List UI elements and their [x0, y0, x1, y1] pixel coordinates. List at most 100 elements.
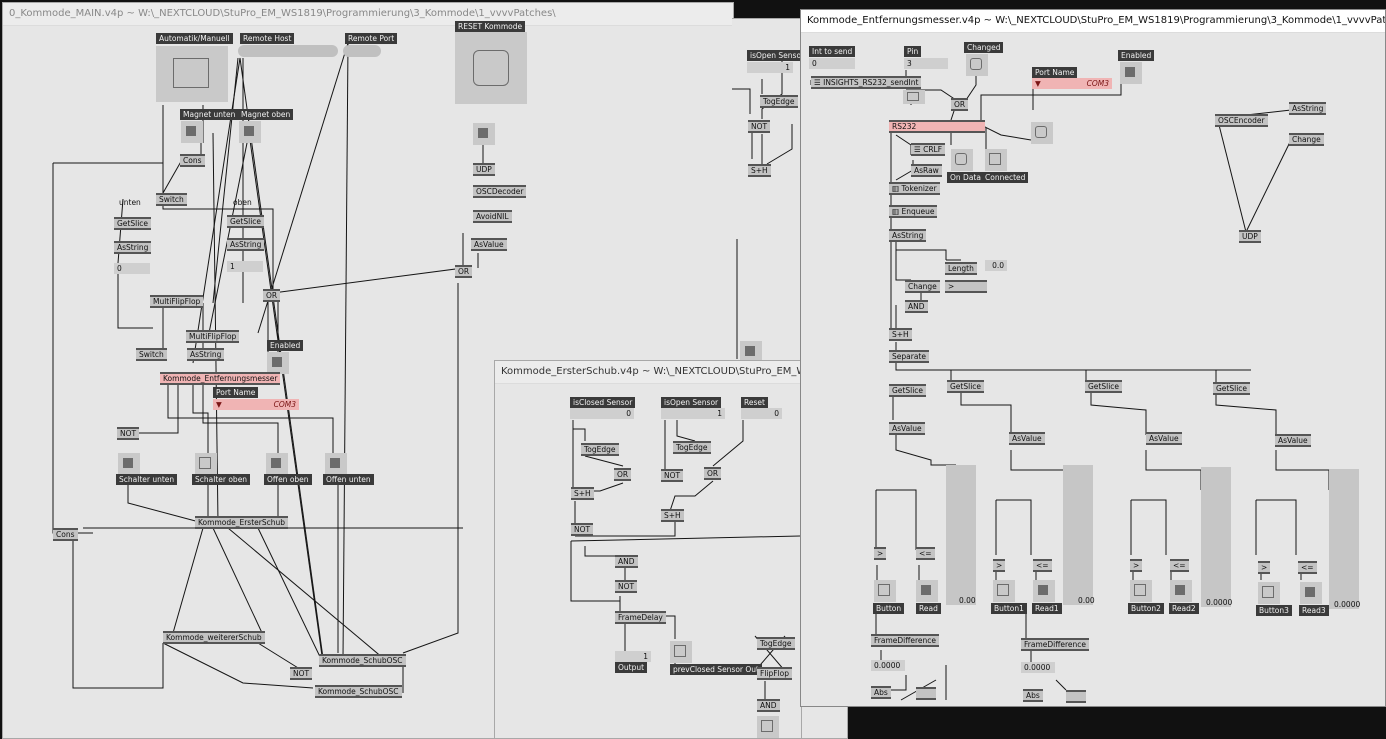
- pin-value[interactable]: 3: [904, 58, 948, 69]
- switch-node-top[interactable]: Switch: [156, 193, 187, 206]
- cons-node-left[interactable]: Cons: [53, 528, 78, 541]
- entfernungsmesser-window[interactable]: Kommode_Entfernungsmesser.v4p ~ W:\_NEXT…: [800, 9, 1386, 707]
- cons-node-top[interactable]: Cons: [180, 154, 205, 167]
- length-node[interactable]: Length: [945, 262, 977, 275]
- or-node-erster-1[interactable]: OR: [614, 468, 632, 481]
- togedge-node-2[interactable]: TogEdge: [673, 441, 711, 454]
- togedge-node-bg[interactable]: TogEdge: [760, 95, 798, 108]
- button-toggle-2[interactable]: [1130, 580, 1152, 602]
- read-bar-1[interactable]: [1063, 465, 1093, 605]
- offen-unten-toggle[interactable]: [325, 453, 347, 475]
- or-node-right[interactable]: OR: [455, 265, 473, 278]
- asstring-node-left[interactable]: AsString: [114, 241, 152, 254]
- isopen-value-bg[interactable]: 1: [747, 62, 793, 73]
- entfernungsmesser-subpatch[interactable]: Kommode_Entfernungsmesser: [160, 372, 281, 385]
- bang-rs232[interactable]: [1031, 122, 1053, 144]
- reset-bang[interactable]: [455, 32, 527, 104]
- read-bar-3[interactable]: [1329, 469, 1359, 609]
- erster-schub-window[interactable]: Kommode_ErsterSchub.v4p ~ W:\_NEXTCLOUD\…: [494, 360, 802, 739]
- button-toggle-1[interactable]: [993, 580, 1015, 602]
- not-node-bottom[interactable]: NOT: [290, 667, 313, 680]
- remote-port-input[interactable]: [343, 45, 381, 57]
- getslice-node-left[interactable]: GetSlice: [114, 217, 152, 230]
- value-box-right[interactable]: 1: [227, 261, 263, 272]
- or-node-main[interactable]: OR: [263, 289, 281, 302]
- asstring-node-right[interactable]: AsString: [227, 238, 265, 251]
- framedifference-node-1[interactable]: FrameDifference: [1021, 638, 1090, 651]
- erster-bottom-toggle[interactable]: [757, 716, 779, 738]
- gt-node-3[interactable]: >: [1258, 561, 1271, 574]
- port-name-select-main[interactable]: ▼ COM3: [213, 399, 299, 410]
- sh-node-bg[interactable]: S+H: [748, 164, 771, 177]
- read-toggle-1[interactable]: [1033, 580, 1055, 602]
- udp-toggle[interactable]: [473, 123, 495, 145]
- read-bar-0[interactable]: [946, 465, 976, 605]
- framedelay-node[interactable]: FrameDelay: [615, 611, 666, 624]
- port-name-select[interactable]: ▼ COM3: [1032, 78, 1112, 89]
- on-data-bang[interactable]: [951, 149, 973, 171]
- separate-node[interactable]: Separate: [889, 350, 929, 363]
- tokenizer-node[interactable]: ▥ Tokenizer: [889, 182, 940, 195]
- asvalue-node-0[interactable]: AsValue: [889, 422, 925, 435]
- asstring-node-ent[interactable]: AsString: [889, 229, 927, 242]
- enqueue-node[interactable]: ▥ Enqueue: [889, 205, 938, 218]
- bg-toggle[interactable]: [740, 341, 762, 363]
- gt-node-top[interactable]: >: [945, 280, 987, 293]
- eq-node-1[interactable]: [1066, 690, 1086, 703]
- not-node-erster-1[interactable]: NOT: [661, 469, 684, 482]
- weitererschub-subpatch[interactable]: Kommode_weitererSchub: [163, 631, 265, 644]
- multiflipflop-node-1[interactable]: MultiFlipFlop: [150, 295, 204, 308]
- getslice-node-1[interactable]: GetSlice: [947, 380, 985, 393]
- oscdecoder-node[interactable]: OSCDecoder: [473, 185, 527, 198]
- read-bar-2[interactable]: [1201, 467, 1231, 607]
- gt-node-0[interactable]: >: [874, 547, 887, 560]
- bang-small-1[interactable]: [903, 90, 925, 104]
- sh-node-erster-2[interactable]: S+H: [661, 509, 684, 522]
- sh-node-ent[interactable]: S+H: [889, 328, 912, 341]
- abs-node-0[interactable]: Abs: [871, 686, 891, 699]
- read-toggle-0[interactable]: [916, 580, 938, 602]
- schalter-unten-toggle[interactable]: [118, 453, 140, 475]
- prevclosed-toggle[interactable]: [670, 641, 692, 663]
- enabled-toggle-main[interactable]: [267, 352, 289, 374]
- changed-bang[interactable]: [966, 54, 988, 76]
- read-toggle-3[interactable]: [1300, 582, 1322, 604]
- avoidnil-node[interactable]: AvoidNIL: [473, 210, 512, 223]
- asvalue-node-main[interactable]: AsValue: [471, 238, 507, 251]
- framedifference-node-0[interactable]: FrameDifference: [871, 634, 940, 647]
- change-node-osc[interactable]: Change: [1289, 133, 1324, 146]
- ersterschub-subpatch[interactable]: Kommode_ErsterSchub: [195, 516, 288, 529]
- asstring-node-bottom[interactable]: AsString: [187, 348, 225, 361]
- abs-node-1[interactable]: Abs: [1023, 689, 1043, 702]
- button-toggle-0[interactable]: [874, 580, 896, 602]
- lt-node-3[interactable]: <=: [1298, 561, 1317, 574]
- lt-node-2[interactable]: <=: [1170, 559, 1189, 572]
- framedifference-value-1[interactable]: 0.0000: [1021, 662, 1055, 673]
- schubosc-subpatch-1[interactable]: Kommode_SchubOSC: [319, 654, 406, 667]
- getslice-node-2[interactable]: GetSlice: [1085, 380, 1123, 393]
- getslice-node-3[interactable]: GetSlice: [1213, 382, 1251, 395]
- gt-node-1[interactable]: >: [993, 559, 1006, 572]
- lt-node-0[interactable]: <=: [916, 547, 935, 560]
- udp-node[interactable]: UDP: [473, 163, 495, 176]
- reset-value-erster[interactable]: 0: [741, 408, 782, 419]
- not-node-main[interactable]: NOT: [117, 427, 140, 440]
- switch-node-bottom[interactable]: Switch: [136, 348, 167, 361]
- multiflipflop-node-2[interactable]: MultiFlipFlop: [186, 330, 240, 343]
- eq-node-0[interactable]: [916, 687, 936, 700]
- oscencoder-node[interactable]: OSCEncoder: [1215, 114, 1268, 127]
- sh-node-erster-1[interactable]: S+H: [571, 487, 594, 500]
- not-node-erster-3[interactable]: NOT: [615, 580, 638, 593]
- and-node-erster-2[interactable]: AND: [757, 699, 780, 712]
- int-to-send-value[interactable]: 0: [809, 58, 855, 69]
- gt-node-2[interactable]: >: [1130, 559, 1143, 572]
- insights-sendint-node[interactable]: ☰ INSIGHTS_RS232_sendInt: [811, 76, 922, 89]
- change-node-ent[interactable]: Change: [905, 280, 940, 293]
- asvalue-node-1[interactable]: AsValue: [1009, 432, 1045, 445]
- asraw-node[interactable]: AsRaw: [911, 164, 942, 177]
- schubosc-subpatch-2[interactable]: Kommode_SchubOSC: [315, 685, 402, 698]
- read-toggle-2[interactable]: [1170, 580, 1192, 602]
- crlf-node[interactable]: ☰ CRLF: [911, 143, 946, 156]
- asstring-node-osc[interactable]: AsString: [1289, 102, 1327, 115]
- enabled-toggle[interactable]: [1120, 62, 1142, 84]
